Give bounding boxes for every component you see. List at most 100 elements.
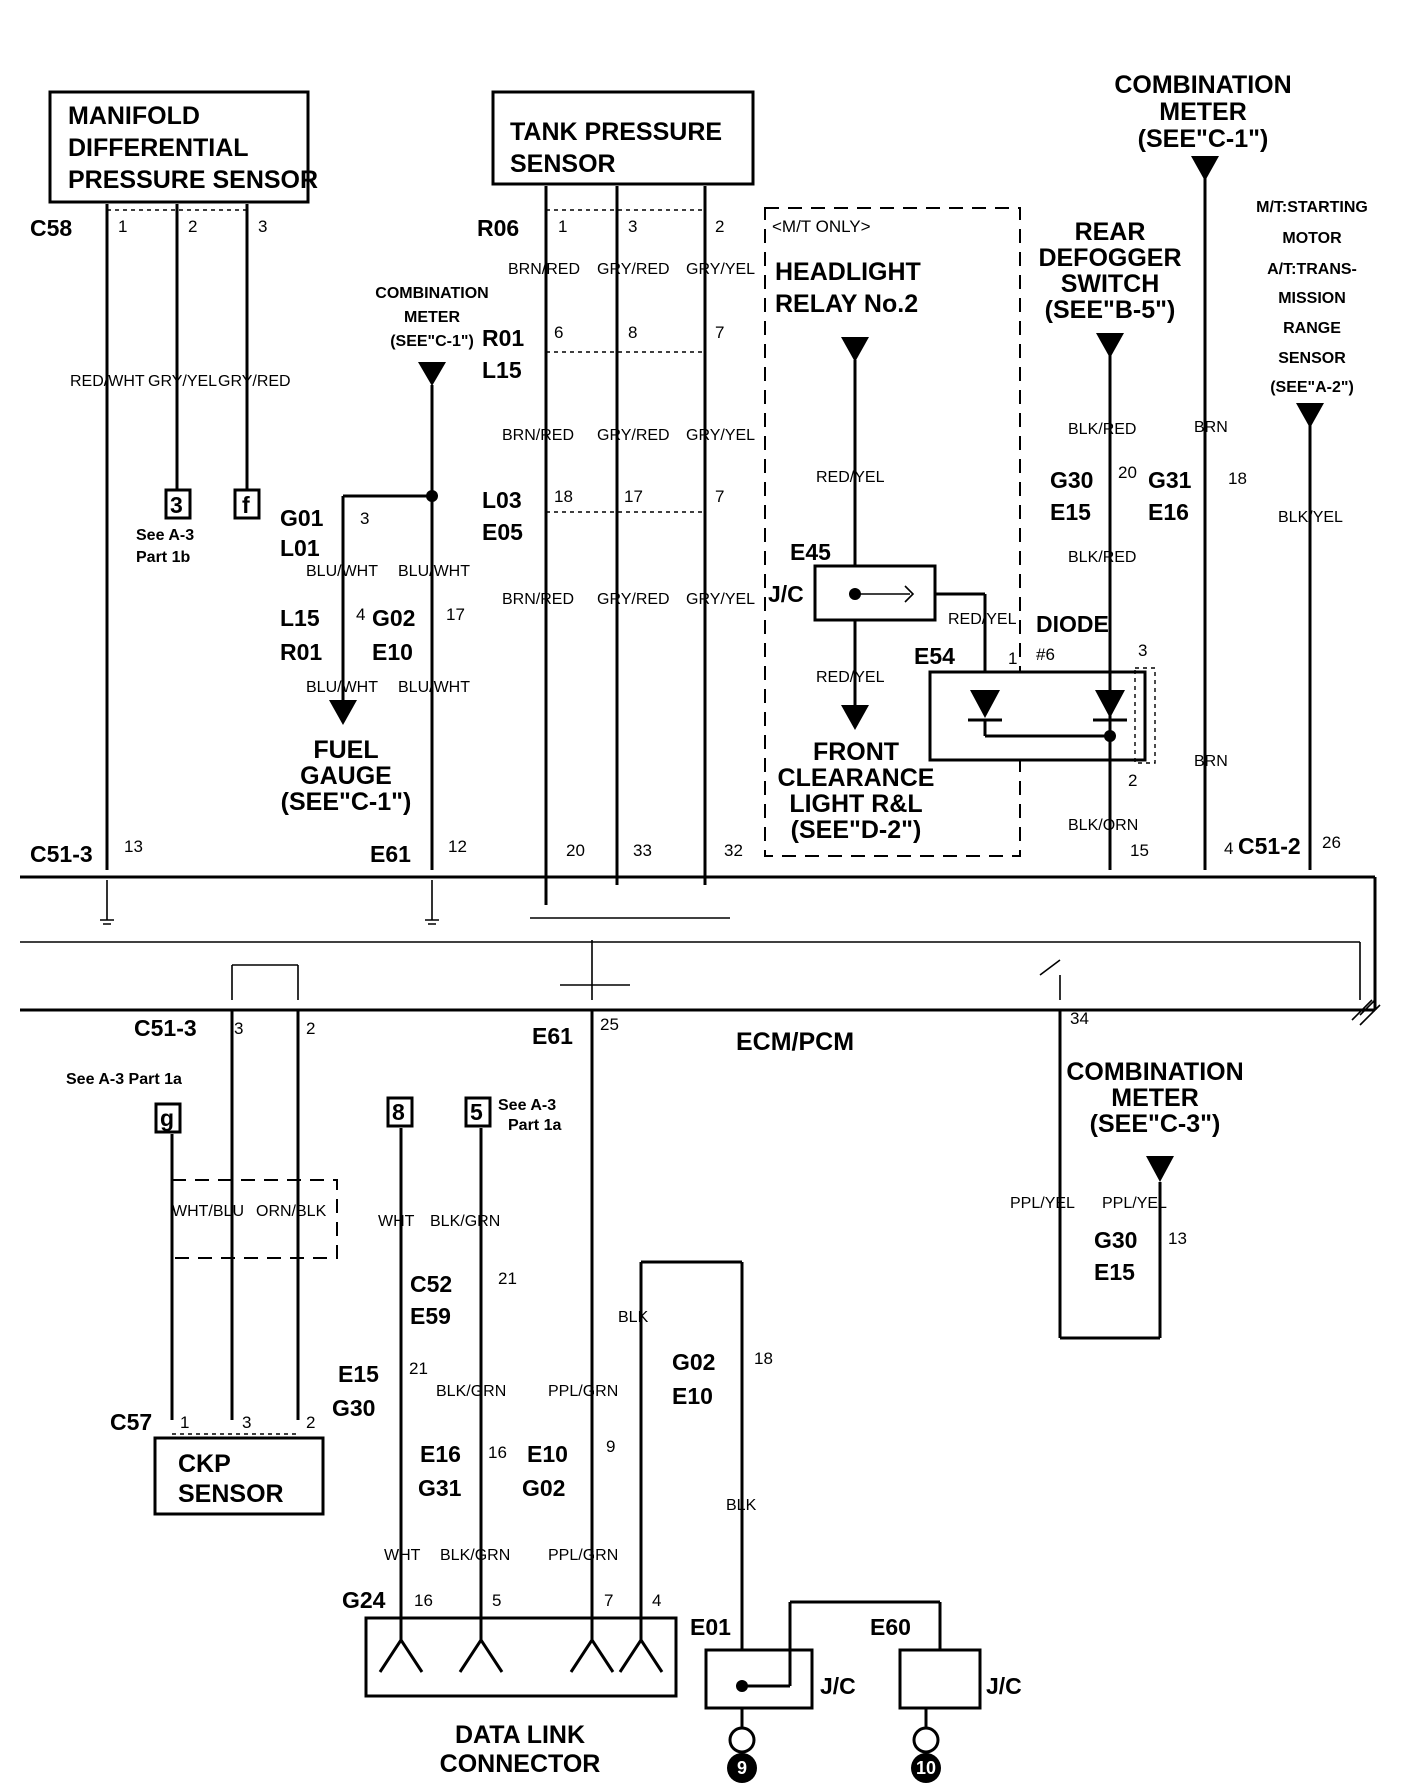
connector-e15: E15 xyxy=(1050,499,1091,525)
starting-motor-label-5: RANGE xyxy=(1283,320,1341,337)
connector-g02: G02 xyxy=(372,605,415,631)
wire-gry-red-2: GRY/RED xyxy=(597,427,670,444)
mt-only-label: <M/T ONLY> xyxy=(772,217,871,236)
connector-c51-3: C51-3 xyxy=(30,841,93,867)
connector-g30: G30 xyxy=(1050,467,1093,493)
tank-sensor-label-1: TANK PRESSURE xyxy=(510,118,722,146)
front-clearance-label-3: LIGHT R&L xyxy=(789,790,922,818)
fuel-gauge-label-1: FUEL xyxy=(313,736,378,764)
wire-ppl-grn-2: PPL/GRN xyxy=(548,1547,618,1564)
connector-g24: G24 xyxy=(342,1587,386,1613)
connector-e05: E05 xyxy=(482,519,523,545)
pin-g24-5: 5 xyxy=(492,1591,501,1610)
wire-blu-wht-2: BLU/WHT xyxy=(398,563,470,580)
ref-box-f: f xyxy=(242,492,250,518)
fuel-gauge-label: FUEL GAUGE (SEE"C-1") xyxy=(281,736,412,816)
pin-e15-21: 21 xyxy=(409,1359,428,1378)
manifold-sensor-label-3: PRESSURE SENSOR xyxy=(68,166,318,194)
pin-c51-2-26: 26 xyxy=(1322,833,1341,852)
headlight-relay-label-2: RELAY No.2 xyxy=(775,290,918,318)
pin-g02-18: 18 xyxy=(754,1349,773,1368)
wire-ppl-yel-1: PPL/YEL xyxy=(1010,1195,1075,1212)
connector-c58: C58 xyxy=(30,215,72,241)
pin-c57-1: 1 xyxy=(180,1413,189,1432)
arrow-rear-defogger xyxy=(1096,333,1124,358)
wire-wht-blu: WHT/BLU xyxy=(172,1203,244,1220)
pin-e10-9: 9 xyxy=(606,1437,615,1456)
connector-g02-lower: G02 xyxy=(522,1475,565,1501)
pin-c57-3: 3 xyxy=(242,1413,251,1432)
dlc-label-1: DATA LINK xyxy=(455,1721,585,1749)
connector-c52: C52 xyxy=(410,1271,452,1297)
tank-sensor-label-2: SENSOR xyxy=(510,150,616,178)
ref-box-3: 3 xyxy=(170,492,183,518)
manifold-sensor-label-2: DIFFERENTIAL xyxy=(68,134,249,162)
pin-c51-13: 13 xyxy=(124,837,143,856)
manifold-sensor-label-1: MANIFOLD xyxy=(68,102,200,130)
pin-l15-4: 4 xyxy=(356,605,365,624)
arrow-front-clearance xyxy=(841,705,869,730)
pin-r01-7: 7 xyxy=(715,323,724,342)
pin-e61-25: 25 xyxy=(600,1015,619,1034)
connector-c51-2: C51-2 xyxy=(1238,833,1301,859)
splice-dot xyxy=(426,490,438,502)
connector-l15-lower: L15 xyxy=(280,605,320,631)
front-clearance-label-2: CLEARANCE xyxy=(778,764,935,792)
connector-g02-right: G02 xyxy=(672,1349,715,1375)
ecm-pcm: ECM/PCM xyxy=(20,875,1381,1056)
diode-label-1: DIODE xyxy=(1036,611,1109,637)
starting-motor-label-7: (SEE"A-2") xyxy=(1270,379,1354,396)
combo-meter-c3-label-2: METER xyxy=(1111,1084,1199,1112)
connector-l15: L15 xyxy=(482,357,522,383)
combo-meter-mid-label-2: METER xyxy=(404,309,460,326)
ground-refs: 9 10 xyxy=(727,1753,941,1783)
pin-r06-2: 2 xyxy=(715,217,724,236)
arrow-markers xyxy=(329,156,1324,1182)
front-clearance-label-1: FRONT xyxy=(813,738,899,766)
pin-g24-4: 4 xyxy=(652,1591,661,1610)
arrow-starting-motor xyxy=(1296,403,1324,428)
wire-red-yel-3: RED/YEL xyxy=(816,669,885,686)
ref-box-5: 5 xyxy=(470,1099,483,1125)
arrow-headlight-relay xyxy=(841,337,869,362)
pin-g31-18: 18 xyxy=(1228,469,1247,488)
pin-e61-33: 33 xyxy=(633,841,652,860)
arrow-fuel-gauge xyxy=(329,700,357,725)
connector-l01: L01 xyxy=(280,535,320,561)
connector-e10-right: E10 xyxy=(672,1383,713,1409)
pin-e54-3: 3 xyxy=(1138,641,1147,660)
connector-r01-lower: R01 xyxy=(280,639,322,665)
wire-gry-red-1: GRY/RED xyxy=(597,261,670,278)
wire-red-yel-1: RED/YEL xyxy=(816,469,885,486)
starting-motor-label-6: SENSOR xyxy=(1278,350,1346,367)
wire-brn-2: BRN xyxy=(1194,753,1228,770)
wire-ppl-yel-2: PPL/YEL xyxy=(1102,1195,1167,1212)
pin-c58-2: 2 xyxy=(188,217,197,236)
connector-c57: C57 xyxy=(110,1409,152,1435)
wire-blk-grn-1: BLK/GRN xyxy=(430,1213,500,1230)
combo-meter-c3-label-3: (SEE"C-3") xyxy=(1090,1110,1221,1138)
connector-e16-lower: E16 xyxy=(420,1441,461,1467)
pin-ecm-34: 34 xyxy=(1070,1009,1089,1028)
arrow-combo-meter-c3 xyxy=(1146,1156,1174,1182)
pin-c51-2-4: 4 xyxy=(1224,839,1233,858)
pin-r06-1: 1 xyxy=(558,217,567,236)
ecm-internal-circuit xyxy=(20,880,1361,1000)
pin-c51-3-3: 3 xyxy=(234,1019,243,1038)
arrow-combo-meter-mid xyxy=(418,362,446,386)
combination-meter-top-label: COMBINATION METER (SEE"C-1") xyxy=(1114,71,1291,153)
wire-brn-1: BRN xyxy=(1194,419,1228,436)
starting-motor-label-2: MOTOR xyxy=(1282,230,1342,247)
ecm-label: ECM/PCM xyxy=(736,1028,854,1056)
connector-e45: E45 xyxy=(790,539,831,565)
pin-r06-3: 3 xyxy=(628,217,637,236)
connector-g31: G31 xyxy=(1148,467,1192,493)
wire-brn-red-3: BRN/RED xyxy=(502,591,574,608)
wire-gry-red: GRY/RED xyxy=(218,373,291,390)
wire-blk-orn: BLK/ORN xyxy=(1068,817,1138,834)
front-clearance-label-4: (SEE"D-2") xyxy=(791,816,922,844)
tank-pressure-sensor: TANK PRESSURE SENSOR xyxy=(491,90,755,186)
pin-e54-2: 2 xyxy=(1128,771,1137,790)
wire-blk-red-1: BLK/RED xyxy=(1068,421,1136,438)
connector-c51-3-lower: C51-3 xyxy=(134,1015,197,1041)
